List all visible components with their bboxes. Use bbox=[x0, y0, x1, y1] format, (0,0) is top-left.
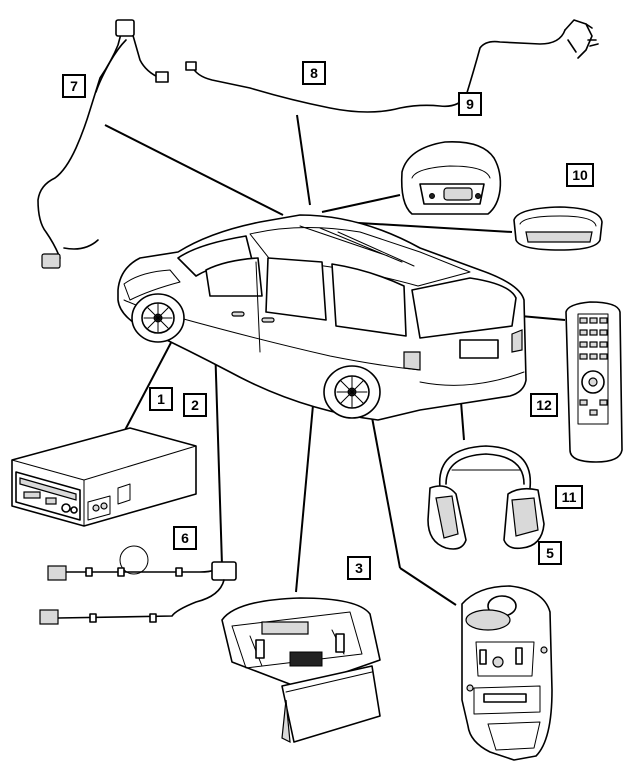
dome-lamp bbox=[513, 206, 603, 251]
wiring-harness-6 bbox=[39, 545, 237, 625]
callout-11: 11 bbox=[555, 485, 583, 509]
rear-wheel bbox=[323, 365, 381, 419]
leader-5b bbox=[399, 567, 457, 606]
leader-9 bbox=[321, 194, 401, 213]
callout-12: 12 bbox=[530, 393, 558, 417]
callout-2: 2 bbox=[183, 393, 207, 417]
leader-8 bbox=[296, 114, 311, 206]
callout-5: 5 bbox=[538, 541, 562, 565]
callout-8: 8 bbox=[302, 61, 326, 85]
mounting-bracket bbox=[461, 585, 553, 761]
leader-10 bbox=[341, 221, 513, 233]
callout-10: 10 bbox=[566, 163, 594, 187]
leader-7 bbox=[104, 124, 284, 216]
remote-buttons bbox=[579, 317, 608, 416]
overhead-video-screen bbox=[221, 597, 381, 744]
minivan bbox=[117, 214, 527, 421]
wire-harness-roof bbox=[185, 19, 599, 113]
overhead-console-dome bbox=[400, 141, 502, 215]
callout-3: 3 bbox=[347, 556, 371, 580]
wireless-headphones bbox=[427, 445, 545, 550]
callout-7: 7 bbox=[62, 74, 86, 98]
callout-6: 6 bbox=[173, 526, 197, 550]
callout-9: 9 bbox=[458, 92, 482, 116]
remote-control bbox=[565, 301, 623, 463]
callout-1: 1 bbox=[149, 387, 173, 411]
dvd-player bbox=[11, 427, 197, 527]
wire-harness-front bbox=[37, 19, 169, 269]
front-wheel bbox=[131, 293, 185, 343]
